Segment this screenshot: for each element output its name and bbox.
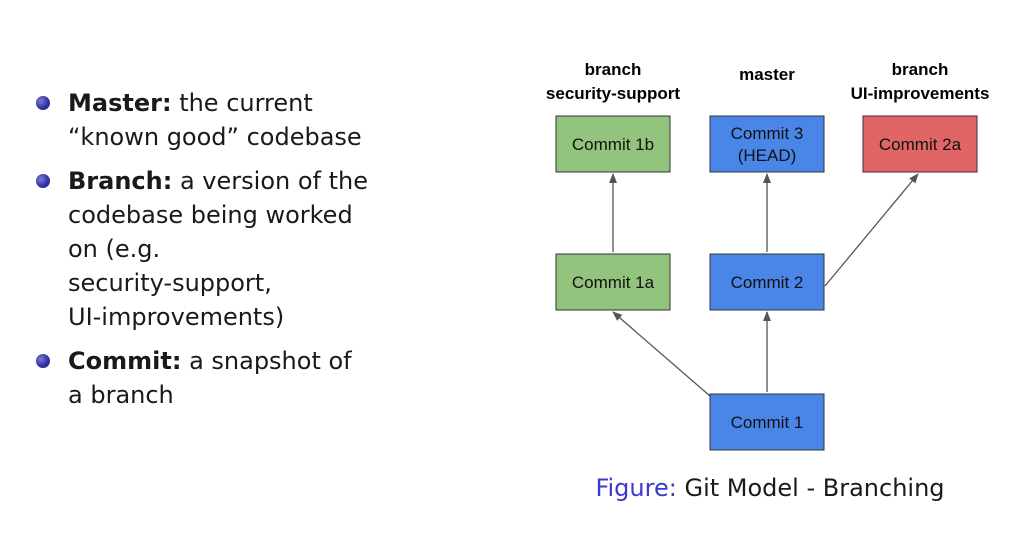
bullet-text-line: security-support, xyxy=(68,269,272,297)
label-ui-line2: UI-improvements xyxy=(851,84,990,103)
commit-node-1: Commit 1 xyxy=(709,393,825,451)
commit-node-1b: Commit 1b xyxy=(555,115,671,173)
bullet-branch: Branch: a version of the codebase being … xyxy=(36,164,416,334)
commit-node-2a: Commit 2a xyxy=(862,115,978,173)
bullet-text-line: a branch xyxy=(68,381,174,409)
commit-label: Commit 1 xyxy=(731,413,804,432)
commit-label: Commit 3 xyxy=(731,124,804,143)
bullet-text-line: on (e.g. xyxy=(68,235,161,263)
bullet-commit: Commit: a snapshot of a branch xyxy=(36,344,416,412)
label-master: master xyxy=(739,65,795,84)
commit-label: Commit 1b xyxy=(572,135,654,154)
bullet-text-line: codebase being worked xyxy=(68,201,353,229)
arrow-2-to-2a xyxy=(824,173,919,287)
commit-label: Commit 2 xyxy=(731,273,804,292)
arrow-1-to-1a xyxy=(612,311,711,397)
commit-label: Commit 1a xyxy=(572,273,655,292)
label-ui-line1: branch xyxy=(892,60,949,79)
bullet-term: Master: xyxy=(68,89,172,117)
commit-node-2: Commit 2 xyxy=(709,253,825,311)
commit-node-3: Commit 3 (HEAD) xyxy=(709,115,825,173)
label-security-line2: security-support xyxy=(546,84,680,103)
bullet-term: Commit: xyxy=(68,347,182,375)
git-branching-diagram: branch security-support master branch UI… xyxy=(500,50,1032,470)
commit-node-1a: Commit 1a xyxy=(555,253,671,311)
commit-label: Commit 2a xyxy=(879,135,962,154)
bullet-text-line: UI-improvements) xyxy=(68,303,285,331)
bullet-dot-icon xyxy=(36,174,50,188)
bullet-term: Branch: xyxy=(68,167,173,195)
caption-prefix: Figure: xyxy=(595,474,677,502)
bullet-master: Master: the current “known good” codebas… xyxy=(36,86,416,154)
bullet-text-line: the current xyxy=(179,89,313,117)
diagram-svg: branch security-support master branch UI… xyxy=(546,60,990,451)
figure-caption: Figure: Git Model - Branching xyxy=(560,474,980,502)
bullet-text-line: “known good” codebase xyxy=(68,123,362,151)
label-security-line1: branch xyxy=(585,60,642,79)
bullet-list: Master: the current “known good” codebas… xyxy=(36,86,416,422)
caption-text: Git Model - Branching xyxy=(684,474,945,502)
bullet-text-line: a version of the xyxy=(179,167,368,195)
bullet-text-line: a snapshot of xyxy=(189,347,352,375)
bullet-dot-icon xyxy=(36,96,50,110)
commit-head-label: (HEAD) xyxy=(738,146,797,165)
bullet-dot-icon xyxy=(36,354,50,368)
